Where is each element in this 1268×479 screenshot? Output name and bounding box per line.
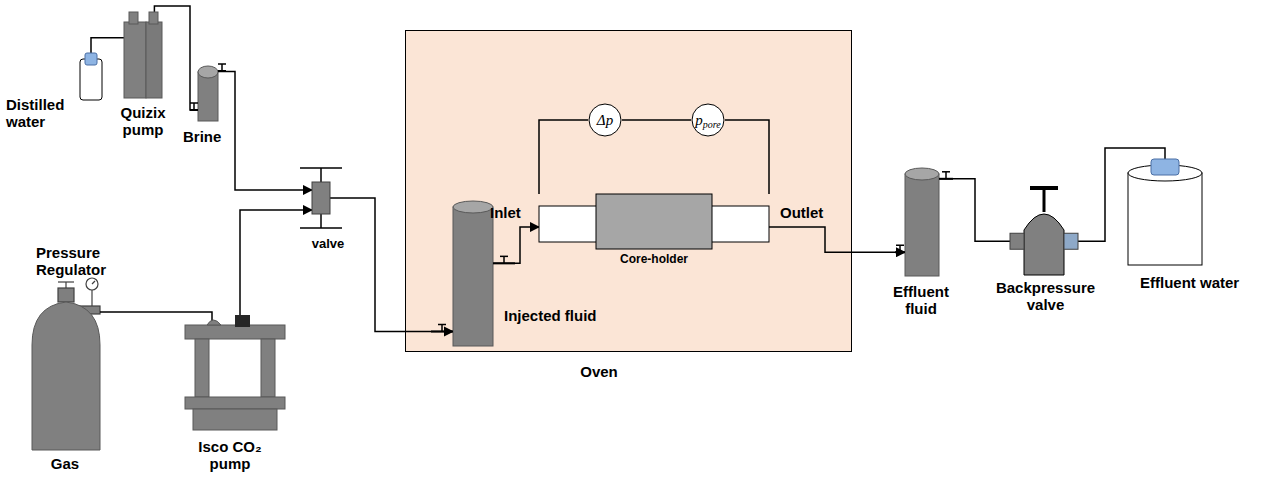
pump: Quizix pump [124,12,162,98]
pressure-gauge: ppore [691,103,725,137]
brine-cylinder-shape [198,66,218,121]
label-box: Distilled water [6,96,78,130]
water-bottle-shape [80,55,102,100]
node-label: Isco CO₂ pump [180,438,280,472]
gauge-text: ppore [691,103,725,137]
syringe-pump-shape [185,325,285,430]
syringe-pump: Isco CO₂ pump [185,325,285,430]
pipe-connector [493,227,539,263]
node-label: Distilled water [6,96,78,130]
subscript: pore [703,119,721,130]
gas-cylinder: Gas [32,300,100,450]
pipe-connector [769,227,905,252]
pipe-connector [100,312,212,325]
effluent-bottle-shape [1128,165,1202,265]
effluent-bottle: Effluent water [1128,165,1202,265]
effluent-cylinder-shape [905,168,939,276]
port-label: Inlet [490,204,521,221]
gauge-symbol: p [695,112,703,129]
label-box: valve [303,236,353,251]
effluent-cylinder: Effluent fluid [905,168,939,276]
label-box: Core-holder [604,252,704,266]
gas-cylinder-shape [32,300,100,450]
pipe-connector [218,72,312,191]
node-label: Effluent water [1140,274,1262,291]
edge-label-box: Outlet [780,204,823,221]
injection-cylinder: Injected fluid [453,201,493,346]
node-label: Gas [40,455,90,472]
label-box: Isco CO₂ pump [180,438,280,472]
node-label: Effluent fluid [885,283,957,317]
node-label: Brine [183,128,233,145]
edge-label-box: Inlet [490,204,521,221]
pipe-connector [939,179,1010,241]
pipe-connector [91,38,124,55]
free-label: Pressure Regulator [36,244,122,278]
gauge-text: Δp [588,103,622,137]
label-box: Quizix pump [112,104,174,138]
annotation: Pressure Regulator [36,244,122,278]
pump-shape [124,12,162,98]
valve: valve [312,178,330,218]
injection-cylinder-shape [453,201,493,346]
brine-cylinder: Brine [198,66,218,121]
node-label: Backpressure valve [988,279,1103,313]
valve-shape [312,178,330,218]
label-box: Brine [183,128,233,145]
node-label: valve [303,236,353,251]
core-holder: Core-holder [539,194,769,249]
label-box: Injected fluid [504,307,624,324]
node-label: Core-holder [604,252,704,266]
label-box: Gas [40,455,90,472]
pressure-gauge: Δp [588,103,622,137]
node-label: Injected fluid [504,307,624,324]
node-label: Quizix pump [112,104,174,138]
port-label: Outlet [780,204,823,221]
water-bottle: Distilled water [80,55,102,100]
core-holder-shape [539,194,769,249]
backpressure-valve: Backpressure valve [1010,200,1078,275]
pipe-connector [330,198,453,332]
node-label: Oven [569,363,629,380]
pipe-connector [725,120,769,194]
label-box: Oven [569,363,629,380]
pipe-connector [622,119,691,121]
gauge-symbol: Δp [597,112,613,129]
oven-chamber: OvenInjected fluidCore-holderΔpppore [405,30,852,352]
oven-fill [405,30,852,352]
backpressure-valve-shape [1010,200,1078,275]
pipe-connector [539,120,588,194]
label-box: Effluent water [1140,274,1262,291]
label-box: Backpressure valve [988,279,1103,313]
label-box: Effluent fluid [885,283,957,317]
